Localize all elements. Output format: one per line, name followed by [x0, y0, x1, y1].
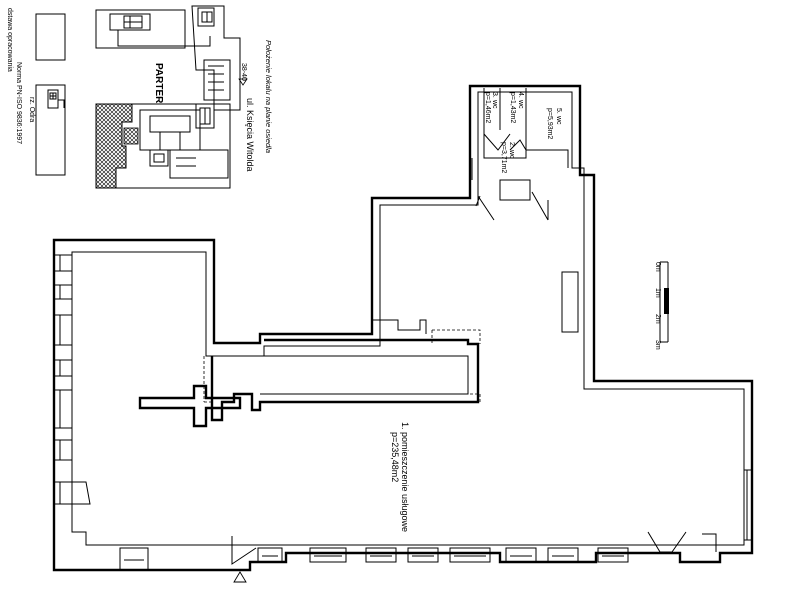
- room-4-name: wc: [517, 99, 524, 109]
- doors: [72, 481, 717, 565]
- note-mini-plan: [47, 89, 65, 109]
- entrance-door: [231, 536, 257, 565]
- room-4-area: p=1,43m2: [509, 92, 516, 123]
- side-door-1: [647, 531, 687, 553]
- room-4-no: 4.: [517, 92, 524, 98]
- key-plan-street: ul. Księcia Witolda: [245, 98, 255, 172]
- key-plan: PARTER ul. Księcia Witolda 38-40 Położen…: [95, 5, 273, 189]
- room-5-name: wc: [555, 115, 562, 125]
- notes-block: dstawa opracowania Norma PN-ISO 9836:199…: [6, 8, 66, 176]
- entrance-triangle-icon: [233, 571, 247, 583]
- main-plan: 1. pomieszczenie usługowe p=235,48m2 3. …: [52, 84, 754, 583]
- corridor-notch: [372, 319, 427, 334]
- wc-labels: 3. wc p=1,46m2 4. wc p=1,43m2 5. wc p=5,…: [484, 92, 562, 173]
- location-triangle-icon: [238, 78, 248, 86]
- bottom-windows: [119, 547, 629, 571]
- note-floor-label: rz. Odra: [28, 97, 35, 122]
- room-1-no: 1.: [400, 422, 410, 430]
- left-windows: [53, 254, 73, 505]
- scale-bar: 0m 1m 2m 3m: [654, 261, 669, 350]
- key-plan-house-no: 38-40: [240, 63, 247, 81]
- room-1-name: pomieszczenie usługowe: [400, 432, 410, 532]
- note-standard: Norma PN-ISO 9836:1997: [15, 62, 22, 144]
- note-frame-top: [35, 13, 66, 61]
- key-plan-caption: Położenie lokalu na planie osiedla: [264, 40, 273, 153]
- room-2-name: wc: [508, 149, 515, 159]
- note-basis: dstawa opracowania: [6, 8, 13, 72]
- room-3-area: p=1,46m2: [484, 92, 491, 123]
- room-1-label: 1. pomieszczenie usługowe p=235,48m2: [390, 422, 410, 532]
- outer-wall: [52, 84, 754, 572]
- central-partition: [138, 329, 481, 428]
- side-door-2: [702, 533, 717, 552]
- left-door: [72, 481, 91, 505]
- room-2-no: 2.: [508, 142, 515, 148]
- room-5-area: p=5,93m2: [546, 108, 553, 139]
- wc-cluster: [471, 88, 569, 221]
- key-plan-floor-label: PARTER: [153, 63, 164, 104]
- room-2-area: p=3,71m2: [500, 142, 507, 173]
- scale-tick-3: 3m: [654, 340, 661, 350]
- scale-tick-0: 0m: [654, 262, 661, 272]
- key-plan-right-block: [191, 5, 241, 111]
- room-3-name: wc: [491, 99, 498, 109]
- key-plan-top-block: [95, 9, 186, 49]
- note-frame-bottom: [35, 84, 66, 176]
- room-1-area: p=235,48m2: [390, 432, 400, 482]
- scale-tick-1: 1m: [654, 288, 661, 298]
- right-openings: [561, 271, 753, 541]
- room-3-no: 3.: [491, 92, 498, 98]
- scale-tick-2: 2m: [654, 314, 661, 324]
- key-plan-premises-hatch: [95, 103, 133, 189]
- column-right: [561, 271, 579, 333]
- room-5-no: 5.: [555, 108, 562, 114]
